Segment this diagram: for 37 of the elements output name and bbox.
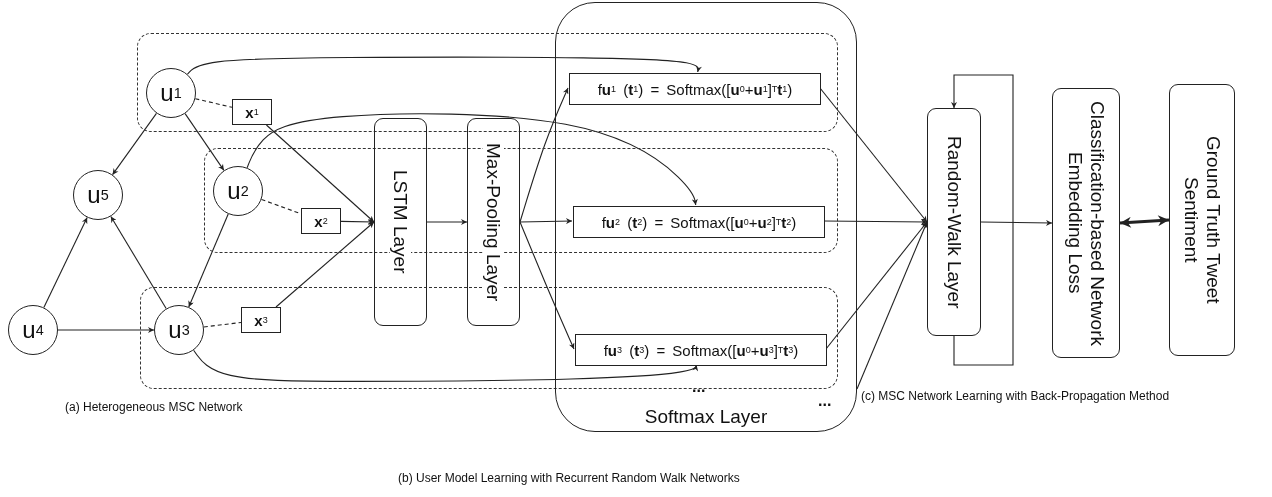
arrow (246, 113, 698, 206)
arrow (110, 215, 167, 310)
arrow (980, 219, 1053, 226)
arrow (519, 218, 573, 225)
ellipsis: ... (818, 392, 832, 410)
arrow (188, 213, 229, 308)
arrow (856, 221, 928, 390)
arrow (426, 219, 468, 225)
arrow (184, 113, 225, 171)
caption: (c) MSC Network Learning with Back-Propagation Method (861, 389, 1170, 403)
arrow (275, 221, 375, 308)
softmax-layer-panel (555, 2, 857, 432)
arrow (823, 218, 928, 225)
layer-box: LSTM Layer (374, 118, 427, 326)
arrow (825, 221, 928, 350)
arrow (43, 217, 88, 309)
caption: (a) Heterogeneous MSC Network (65, 400, 243, 414)
arrow (951, 74, 1014, 366)
layer-box: Random-Walk Layer (927, 108, 981, 336)
arrow (57, 327, 155, 333)
dashed-link (203, 321, 242, 328)
caption: (b) User Model Learning with Recurrent Random Walk Networks (398, 471, 740, 485)
arrow (519, 87, 569, 223)
arrow (265, 124, 375, 223)
layer-title: Softmax Layer (643, 406, 769, 428)
arrow (193, 349, 699, 382)
double-arrow (1119, 215, 1170, 228)
layer-box: Ground Truth Tweet Sentiment (1169, 84, 1235, 356)
arrow (112, 112, 157, 176)
arrow (186, 56, 702, 75)
arrow (519, 221, 575, 350)
dashed-link (194, 98, 233, 108)
arrow (340, 218, 375, 225)
layer-box: Max-Pooling Layer (467, 118, 520, 326)
layer-box: Classification-based Network Embedding Loss (1052, 88, 1120, 358)
arrow (819, 87, 928, 223)
ellipsis: ... (692, 378, 706, 396)
